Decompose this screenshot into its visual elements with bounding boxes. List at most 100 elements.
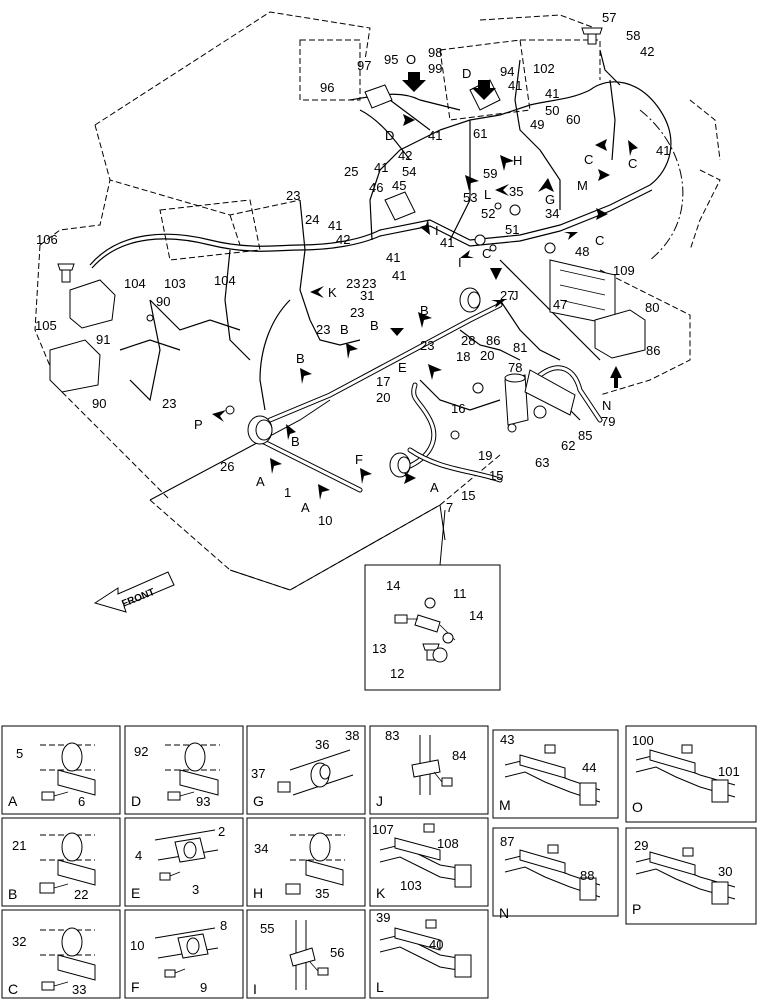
callout-1: 1 <box>284 485 291 500</box>
callout-63: 63 <box>535 455 549 470</box>
callout-26: 26 <box>220 459 234 474</box>
callout-52: 52 <box>481 206 495 221</box>
callout-50: 50 <box>545 103 559 118</box>
svg-text:A: A <box>8 793 18 809</box>
detail-C-6: 6 <box>78 794 85 809</box>
callout-14-a: 14 <box>386 578 400 593</box>
callout-13: 13 <box>372 641 386 656</box>
letter-A-c: A <box>430 480 439 495</box>
callout-54: 54 <box>402 164 416 179</box>
harness-routing <box>89 49 672 421</box>
callout-106: 106 <box>36 232 58 247</box>
detail-E-2: 2 <box>218 824 225 839</box>
callout-41-i: 41 <box>440 235 454 250</box>
letter-O: O <box>406 52 416 67</box>
letter-B-d: B <box>296 351 305 366</box>
callout-42-b: 42 <box>398 148 412 163</box>
callout-42: 42 <box>640 44 654 59</box>
inset-detail: 14 11 14 13 12 <box>364 509 501 691</box>
panel-I: I 55 56 <box>246 909 366 999</box>
svg-text:F: F <box>131 979 140 995</box>
panel-K: K 107 108 103 <box>369 817 489 907</box>
detail-J-83: 83 <box>385 728 399 743</box>
callout-20-a: 20 <box>480 348 494 363</box>
svg-text:H: H <box>253 885 263 901</box>
letter-P: P <box>194 417 203 432</box>
callout-28: 28 <box>461 333 475 348</box>
letter-B-b: B <box>370 318 379 333</box>
callout-104-a: 104 <box>124 276 146 291</box>
callout-41-g: 41 <box>386 250 400 265</box>
svg-text:O: O <box>632 799 643 815</box>
callout-86-a: 86 <box>646 343 660 358</box>
letter-G: G <box>545 192 555 207</box>
panel-M: M 43 44 <box>492 729 619 819</box>
detail-F-10: 10 <box>130 938 144 953</box>
detail-C-5: 5 <box>16 746 23 761</box>
detail-N-87: 87 <box>500 834 514 849</box>
detail-G-36: 36 <box>315 737 329 752</box>
callout-23-c: 23 <box>162 396 176 411</box>
svg-text:N: N <box>499 905 509 921</box>
detail-L-39: 39 <box>376 910 390 925</box>
letter-F: F <box>355 452 363 467</box>
components <box>49 27 646 440</box>
front-arrow: FRONT <box>93 571 175 613</box>
callout-96: 96 <box>320 80 334 95</box>
letter-N: N <box>602 398 611 413</box>
callout-90-a: 90 <box>156 294 170 309</box>
letter-C-c: C <box>595 233 604 248</box>
panel-N: N 87 88 <box>492 827 619 921</box>
callout-41-h: 41 <box>392 268 406 283</box>
svg-text:J: J <box>376 793 383 809</box>
panel-F: F 8 10 9 <box>124 909 244 999</box>
detail-C2-32: 32 <box>12 934 26 949</box>
letter-C-d: C <box>482 246 491 261</box>
callout-91: 91 <box>96 332 110 347</box>
callout-98: 98 <box>428 45 442 60</box>
callout-99: 99 <box>428 61 442 76</box>
callout-81: 81 <box>513 340 527 355</box>
detail-K-107: 107 <box>372 822 394 837</box>
callout-85: 85 <box>578 428 592 443</box>
callout-41-a: 41 <box>508 78 522 93</box>
detail-O-101: 101 <box>718 764 740 779</box>
letter-A-a: A <box>256 474 265 489</box>
callout-86-b: 86 <box>486 333 500 348</box>
callout-11: 11 <box>453 586 467 601</box>
letter-D-a: D <box>462 66 471 81</box>
detail-G-38: 38 <box>345 728 359 743</box>
machine-outline <box>34 11 721 591</box>
callout-95: 95 <box>384 52 398 67</box>
callout-45: 45 <box>392 178 406 193</box>
letter-A-b: A <box>301 500 310 515</box>
detail-K-103: 103 <box>400 878 422 893</box>
svg-text:I: I <box>253 981 257 997</box>
callout-78: 78 <box>508 360 522 375</box>
callout-16: 16 <box>451 401 465 416</box>
detail-H-34: 34 <box>254 841 268 856</box>
callout-23-g: 23 <box>362 276 376 291</box>
svg-text:M: M <box>499 797 511 813</box>
panel-O: O 100 101 <box>625 725 757 823</box>
svg-text:K: K <box>376 885 386 901</box>
callout-80: 80 <box>645 300 659 315</box>
callout-90-b: 90 <box>92 396 106 411</box>
letter-I-a: I <box>435 223 439 238</box>
panel-D: D 92 93 <box>124 725 244 815</box>
callout-53: 53 <box>463 190 477 205</box>
callout-46: 46 <box>369 180 383 195</box>
callout-10: 10 <box>318 513 332 528</box>
callout-19: 19 <box>478 448 492 463</box>
svg-text:C: C <box>8 981 18 997</box>
svg-text:P: P <box>632 901 641 917</box>
callout-35: 35 <box>509 184 523 199</box>
callout-23-b: 23 <box>420 338 434 353</box>
callout-47: 47 <box>553 297 567 312</box>
detail-F-9: 9 <box>200 980 207 995</box>
letter-E: E <box>398 360 407 375</box>
panel-C: A 5 6 <box>1 725 121 815</box>
letter-B-e: B <box>291 434 300 449</box>
detail-L-40: 40 <box>429 937 443 952</box>
callout-49: 49 <box>530 117 544 132</box>
